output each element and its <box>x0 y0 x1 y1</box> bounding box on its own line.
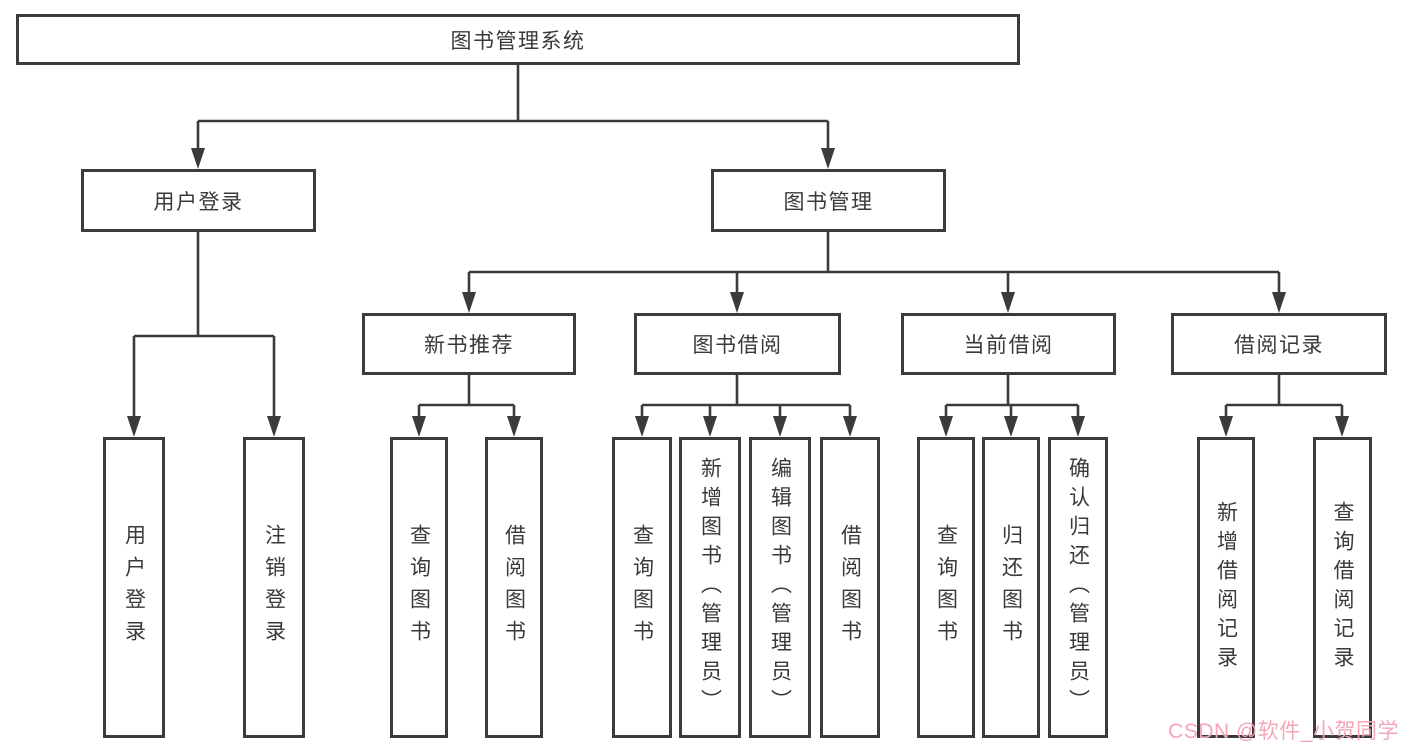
leaf-user-login: 用户登录 <box>103 437 165 738</box>
leaf-return-books: 归还图书 <box>982 437 1040 738</box>
leaf-logout: 注销登录 <box>243 437 305 738</box>
leaf-query-books-current: 查询图书 <box>917 437 975 738</box>
arrowheads <box>127 148 1349 437</box>
node-book-borrow: 图书借阅 <box>634 313 841 375</box>
node-user-login-branch: 用户登录 <box>81 169 316 232</box>
leaf-query-books-recommend: 查询图书 <box>390 437 448 738</box>
leaf-query-books-borrow: 查询图书 <box>612 437 672 738</box>
leaf-confirm-return-admin: 确认归还（管理员） <box>1048 437 1108 738</box>
leaf-add-books-admin: 新增图书（管理员） <box>679 437 741 738</box>
node-root-system: 图书管理系统 <box>16 14 1020 65</box>
leaf-add-borrow-record: 新增借阅记录 <box>1197 437 1255 738</box>
leaf-borrow-books: 借阅图书 <box>820 437 880 738</box>
node-borrow-records: 借阅记录 <box>1171 313 1387 375</box>
leaf-query-borrow-record: 查询借阅记录 <box>1313 437 1372 738</box>
node-current-borrow: 当前借阅 <box>901 313 1116 375</box>
node-book-management-branch: 图书管理 <box>711 169 946 232</box>
node-new-book-recommend: 新书推荐 <box>362 313 576 375</box>
leaf-borrow-books-recommend: 借阅图书 <box>485 437 543 738</box>
leaf-edit-books-admin: 编辑图书（管理员） <box>749 437 811 738</box>
